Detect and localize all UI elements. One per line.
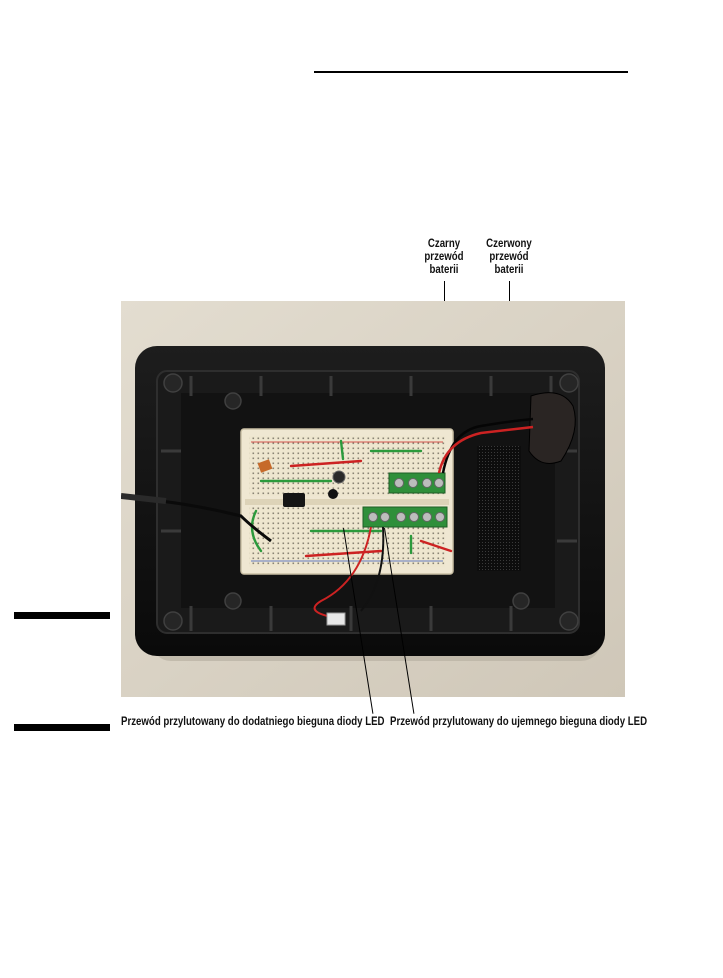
capacitor (332, 470, 346, 484)
battery-snap (528, 392, 576, 464)
margin-tab-bottom (14, 724, 110, 731)
label-positive-lead: Przewód przylutowany do dodatniego biegu… (121, 716, 385, 728)
transistor (328, 489, 338, 499)
label-red-line-2: przewód (489, 251, 529, 263)
margin-tab-top (14, 612, 110, 619)
label-red-line-1: Czerwony (486, 238, 532, 250)
screw-terminals-bottom (362, 506, 448, 528)
breadboard-channel (245, 499, 449, 505)
led-wire-black-2 (360, 526, 385, 612)
label-red-line-3: baterii (494, 264, 524, 276)
white-connector (326, 612, 346, 626)
circuit-photo (121, 301, 625, 697)
label-black-line-3: baterii (429, 264, 459, 276)
ic-chip (283, 493, 305, 507)
trimmer-pot (257, 459, 273, 473)
header-rule (314, 71, 628, 73)
led-wire-red (313, 526, 372, 620)
label-black-line-2: przewód (424, 251, 464, 263)
label-red-battery-wire: Czerwony przewód baterii (481, 238, 536, 277)
battery-wire-red (437, 425, 534, 474)
label-black-line-1: Czarny (427, 238, 461, 250)
speaker-mesh (477, 446, 521, 571)
label-black-battery-wire: Czarny przewód baterii (418, 238, 470, 277)
label-negative-lead: Przewód przylutowany do ujemnego bieguna… (390, 716, 648, 728)
screw-terminals-top (388, 472, 446, 494)
led-wire-black (160, 499, 272, 543)
jumper-wires (250, 439, 453, 558)
corner-posts (163, 373, 579, 631)
left-cable (121, 493, 167, 504)
